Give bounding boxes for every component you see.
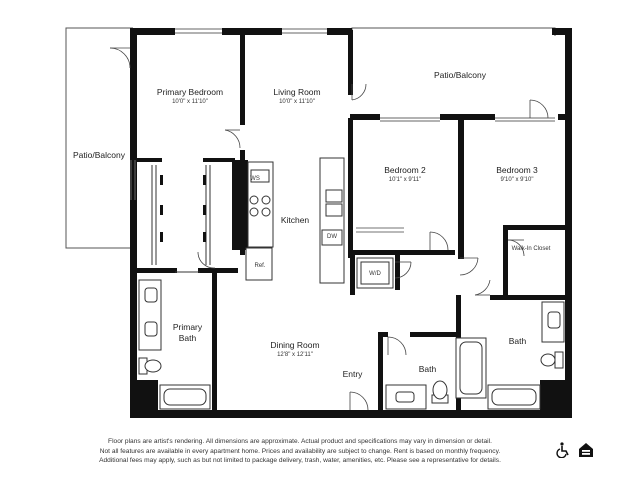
- kitchen-label: Kitchen: [270, 215, 320, 226]
- dining-room-name: Dining Room: [270, 340, 320, 350]
- living-room-dims: 10'0" x 11'10": [279, 99, 315, 105]
- exterior-walls: [130, 28, 572, 418]
- primary-bedroom-label: Primary Bedroom 10'0" x 11'10": [145, 87, 235, 106]
- dining-room-label: Dining Room 12'8" x 12'11": [245, 340, 345, 359]
- equal-housing-icon: [579, 443, 593, 457]
- bath-center-label: Bath: [405, 364, 450, 375]
- patio-top-label: Patio/Balcony: [410, 70, 510, 81]
- center-bath-fixtures: [385, 337, 487, 410]
- primary-bedroom-dims: 10'0" x 11'10": [172, 99, 208, 105]
- disclaimer-line: Additional fees may apply, such as but n…: [99, 457, 501, 464]
- door-swings: [109, 47, 549, 411]
- bath-right-name: Bath: [508, 336, 527, 346]
- bedroom3-label: Bedroom 3 9'10" x 9'10": [472, 165, 562, 184]
- bath-center-name: Bath: [418, 364, 437, 374]
- right-bath-fixtures: [487, 301, 565, 410]
- patio-left-name: Patio/Balcony: [73, 150, 125, 160]
- disclaimer: Floor plans are artist's rendering. All …: [40, 437, 560, 466]
- washer-dryer-label: W/D: [369, 271, 381, 277]
- primary-bedroom-name: Primary Bedroom: [156, 87, 224, 97]
- entry-name: Entry: [342, 369, 363, 379]
- bath-right-label: Bath: [495, 336, 540, 347]
- bedroom3-dims: 9'10" x 9'10": [500, 177, 534, 183]
- walkin-closet-name: Walk-In Closet: [511, 246, 551, 252]
- dishwasher-label: DW: [327, 234, 337, 240]
- bedroom3-name: Bedroom 3: [496, 165, 538, 175]
- ws-label: WS: [250, 176, 260, 182]
- living-room-name: Living Room: [273, 87, 321, 97]
- floor-plan: [65, 27, 572, 418]
- disclaimer-line: Floor plans are artist's rendering. All …: [108, 438, 492, 445]
- disclaimer-line: Not all features are available in every …: [99, 447, 501, 455]
- primary-bath-name: Primary Bath: [172, 322, 203, 343]
- patio-top-name: Patio/Balcony: [434, 70, 486, 80]
- bedroom2-label: Bedroom 2 10'1" x 9'11": [360, 165, 450, 184]
- kitchen-name: Kitchen: [280, 215, 310, 225]
- wheelchair-accessible-icon: [556, 442, 569, 458]
- entry-label: Entry: [330, 369, 375, 380]
- laundry-closet: [356, 257, 394, 289]
- bedroom2-name: Bedroom 2: [384, 165, 426, 175]
- living-room-label: Living Room 10'0" x 11'10": [252, 87, 342, 106]
- primary-bath-label: Primary Bath: [165, 322, 210, 344]
- windows: [130, 28, 555, 200]
- interior-walls: [137, 30, 568, 412]
- dining-room-dims: 12'8" x 12'11": [277, 352, 313, 358]
- patio-left-label: Patio/Balcony: [66, 150, 132, 161]
- walkin-closet-label: Walk-In Closet: [511, 246, 551, 253]
- primary-bath-fixtures: [138, 279, 211, 410]
- closet-rods: [160, 175, 206, 242]
- kitchen-counters: [245, 157, 345, 284]
- bedroom2-dims: 10'1" x 9'11": [388, 177, 422, 183]
- refrigerator-label: Ref.: [254, 263, 266, 269]
